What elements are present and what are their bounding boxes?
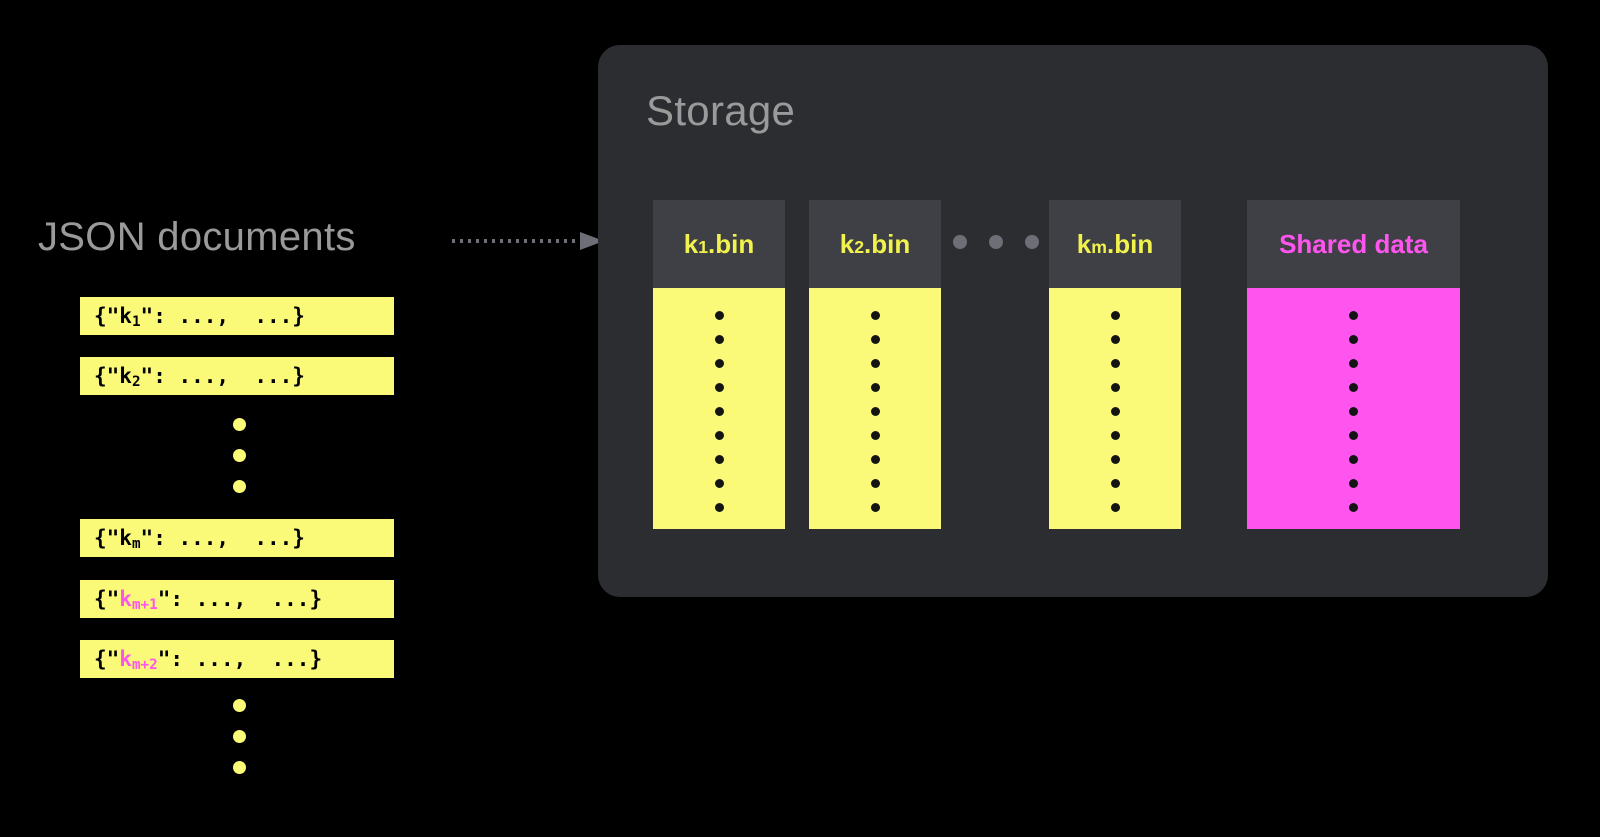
record-dot — [870, 503, 880, 512]
record-dot — [870, 311, 880, 320]
json-document-box-shared: {"km+2": ..., ...} — [80, 640, 394, 678]
file-label-subscript: 1 — [698, 237, 709, 258]
record-dot — [1110, 311, 1120, 320]
doc-text-suffix: ": ..., ...} — [140, 364, 305, 388]
doc-text-prefix: {" — [94, 587, 120, 611]
doc-text-prefix: {" — [94, 304, 120, 328]
record-dot — [870, 479, 880, 488]
record-dot — [1349, 359, 1358, 368]
record-dot — [1110, 359, 1120, 368]
ellipsis-dot — [1025, 235, 1039, 249]
doc-key-subscript: 2 — [131, 374, 141, 391]
file-body-records — [809, 288, 941, 529]
record-dot — [1110, 407, 1120, 416]
doc-key: k1 — [119, 304, 141, 331]
record-dot — [714, 479, 724, 488]
json-document-box: {"k2": ..., ...} — [80, 357, 394, 395]
record-dot — [1110, 383, 1120, 392]
doc-text-prefix: {" — [94, 526, 120, 550]
doc-text-suffix: ": ..., ...} — [157, 587, 323, 611]
json-documents-ellipsis-lower — [233, 699, 246, 774]
record-dot — [1110, 431, 1120, 440]
ellipsis-dot — [233, 761, 246, 774]
record-dot — [1110, 479, 1120, 488]
doc-key-magenta: km+1 — [119, 587, 158, 614]
storage-title: Storage — [646, 87, 796, 134]
doc-text-suffix: ": ..., ...} — [157, 647, 323, 671]
record-dot — [1349, 335, 1358, 344]
doc-key-subscript: 1 — [131, 314, 141, 331]
record-dot — [870, 383, 880, 392]
record-dot — [714, 335, 724, 344]
ellipsis-dot — [233, 730, 246, 743]
record-dot — [870, 335, 880, 344]
storage-columns-ellipsis — [953, 235, 1039, 249]
record-dot — [1110, 503, 1120, 512]
ellipsis-dot — [953, 235, 967, 249]
record-dot — [870, 359, 880, 368]
record-dot — [870, 431, 880, 440]
doc-key-subscript: m — [131, 536, 141, 553]
record-dot — [714, 311, 724, 320]
doc-key-subscript: m+2 — [131, 657, 158, 674]
file-label-subscript: 2 — [854, 237, 865, 258]
record-dot — [714, 455, 724, 464]
json-document-box: {"km": ..., ...} — [80, 519, 394, 557]
record-dot — [714, 359, 724, 368]
flow-arrow-icon — [452, 232, 604, 250]
file-body-records — [1049, 288, 1181, 529]
doc-key-magenta: km+2 — [119, 647, 158, 674]
record-dot — [714, 407, 724, 416]
doc-key: k2 — [119, 364, 141, 391]
file-body-records — [653, 288, 785, 529]
record-dot — [1349, 407, 1358, 416]
ellipsis-dot — [233, 480, 246, 493]
ellipsis-dot — [233, 449, 246, 462]
file-label-subscript: m — [1091, 237, 1107, 258]
doc-text-prefix: {" — [94, 364, 120, 388]
record-dot — [870, 407, 880, 416]
file-body-records-shared — [1247, 288, 1460, 529]
record-dot — [714, 431, 724, 440]
doc-text-suffix: ": ..., ...} — [140, 526, 305, 550]
ellipsis-dot — [233, 699, 246, 712]
doc-key-subscript: m+1 — [131, 597, 158, 614]
record-dot — [714, 383, 724, 392]
ellipsis-dot — [233, 418, 246, 431]
record-dot — [870, 455, 880, 464]
json-documents-title: JSON documents — [38, 215, 356, 259]
storage-column-shared-data[interactable]: Shared data — [1247, 200, 1460, 529]
json-document-box-shared: {"km+1": ..., ...} — [80, 580, 394, 618]
ellipsis-dot — [989, 235, 1003, 249]
record-dot — [1349, 383, 1358, 392]
record-dot — [1349, 455, 1358, 464]
record-dot — [1110, 335, 1120, 344]
doc-key: km — [119, 526, 141, 553]
json-documents-ellipsis-upper — [233, 418, 246, 493]
record-dot — [1110, 455, 1120, 464]
json-document-box: {"k1": ..., ...} — [80, 297, 394, 335]
record-dot — [1349, 311, 1358, 320]
record-dot — [1349, 479, 1358, 488]
record-dot — [1349, 503, 1358, 512]
file-header-label-shared: Shared data — [1247, 200, 1460, 288]
record-dot — [1349, 431, 1358, 440]
doc-text-suffix: ": ..., ...} — [140, 304, 305, 328]
doc-text-prefix: {" — [94, 647, 120, 671]
record-dot — [714, 503, 724, 512]
